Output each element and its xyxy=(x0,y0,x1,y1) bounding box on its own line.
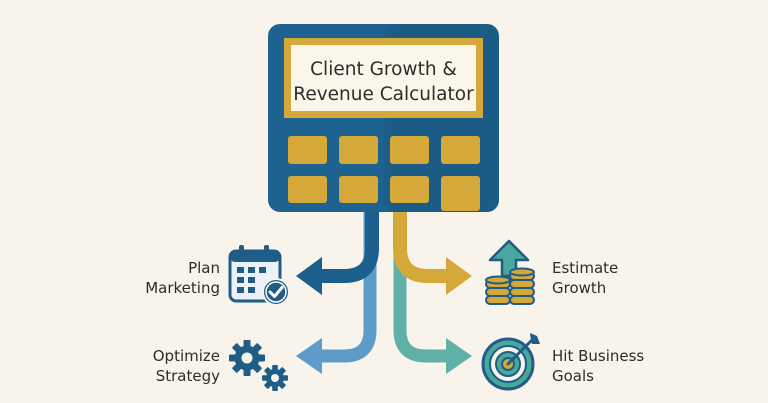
calculator-title-line-2: Revenue Calculator xyxy=(293,84,474,105)
label-plan-marketing: Plan Marketing xyxy=(120,258,220,298)
calendar-check-icon xyxy=(228,245,290,306)
coin-stacks-arrow-icon xyxy=(485,239,535,305)
calculator-key xyxy=(390,136,429,164)
calculator-screen xyxy=(291,45,476,111)
calculator-key-tall xyxy=(441,176,480,211)
arrow-head-hit-business-goals xyxy=(446,338,472,374)
arrow-to-optimize-strategy xyxy=(318,212,377,363)
label-plan-marketing-line-1: Plan xyxy=(188,259,220,277)
label-hit-business-goals-line-1: Hit Business xyxy=(552,347,645,365)
arrow-to-plan-marketing xyxy=(318,200,379,283)
label-estimate-growth-line-2: Growth xyxy=(552,279,607,297)
calculator-title-line-1: Client Growth & xyxy=(310,59,457,80)
arrow-head-optimize-strategy xyxy=(296,338,322,374)
label-optimize-strategy-line-2: Strategy xyxy=(155,367,220,385)
label-plan-marketing-line-2: Marketing xyxy=(145,279,220,297)
calculator-key xyxy=(288,176,327,203)
calculator-key xyxy=(339,136,378,164)
target-icon xyxy=(481,333,540,391)
arrow-to-hit-business-goals xyxy=(393,212,450,363)
gears-icon xyxy=(229,340,288,391)
flow-arrows xyxy=(296,200,472,374)
label-estimate-growth: Estimate Growth xyxy=(552,258,672,298)
calculator: Client Growth & Revenue Calculator xyxy=(268,24,499,212)
arrow-head-plan-marketing xyxy=(296,257,322,295)
label-optimize-strategy-line-1: Optimize xyxy=(152,347,220,365)
label-hit-business-goals-line-2: Goals xyxy=(552,367,594,385)
label-estimate-growth-line-1: Estimate xyxy=(552,259,619,277)
arrow-to-estimate-growth xyxy=(393,200,450,283)
label-optimize-strategy: Optimize Strategy xyxy=(120,346,220,386)
label-hit-business-goals: Hit Business Goals xyxy=(552,346,682,386)
calculator-key xyxy=(288,136,327,164)
calculator-key xyxy=(441,136,480,164)
calculator-key xyxy=(339,176,378,203)
arrow-head-estimate-growth xyxy=(446,257,472,295)
calculator-key xyxy=(390,176,429,203)
